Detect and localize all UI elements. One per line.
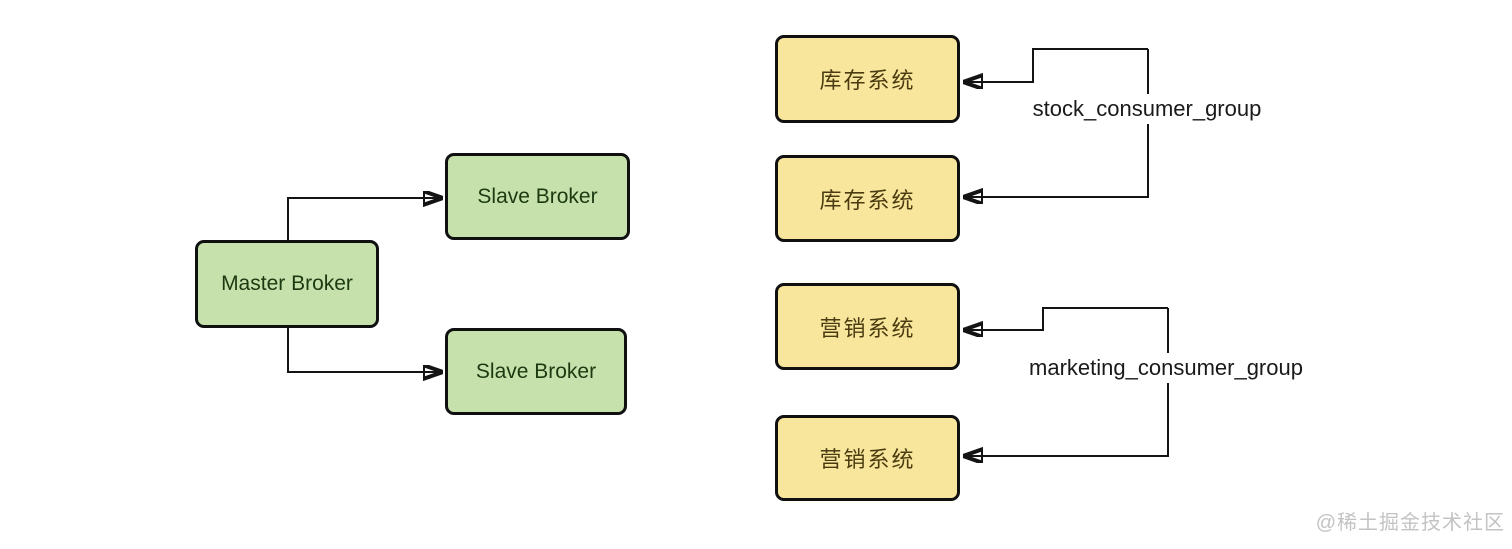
edge-master-to-slave1-arrow (287, 198, 443, 240)
marketing-consumer-group-label: marketing_consumer_group (1018, 353, 1314, 383)
edge-master-to-slave2-arrow (287, 328, 443, 372)
marketing-system-node-2: 营销系统 (775, 415, 960, 501)
slave-broker-2-label: Slave Broker (475, 359, 597, 383)
stock-system-1-label: 库存系统 (819, 68, 916, 93)
stock-system-2-label: 库存系统 (819, 187, 916, 213)
marketing-system-node-1: 营销系统 (775, 283, 960, 370)
edge-marketinggroup-to-marketing1-arrow (963, 307, 1168, 330)
edge-stockgroup-to-stock1-arrow (963, 48, 1148, 82)
marketing-system-1-label: 营销系统 (819, 315, 916, 341)
slave-broker-node-1: Slave Broker (445, 153, 630, 240)
marketing-system-2-label: 营销系统 (819, 447, 916, 472)
slave-broker-1-label: Slave Broker (477, 184, 598, 208)
stock-system-node-2: 库存系统 (775, 155, 960, 242)
stock-system-node-1: 库存系统 (775, 35, 960, 123)
stock-consumer-group-label: stock_consumer_group (1015, 94, 1279, 124)
master-broker-node: Master Broker (195, 240, 379, 328)
watermark-text: @稀土掘金技术社区 (1315, 512, 1505, 534)
master-broker-label: Master Broker (221, 272, 353, 295)
slave-broker-node-2: Slave Broker (445, 328, 627, 415)
